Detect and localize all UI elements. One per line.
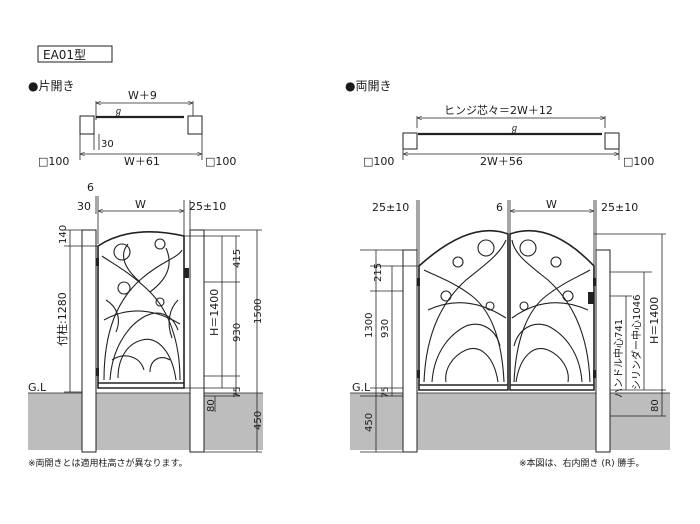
right-elev-dim-w: W: [546, 198, 557, 211]
right-elev-dim-450: 450: [364, 413, 375, 432]
left-gl-label: G.L: [28, 381, 47, 394]
right-plan-view: ヒンジ芯々＝2W＋12 ℊ 2W＋56 □100 □100: [363, 103, 654, 168]
right-elev-dim-25-right: 25±10: [601, 201, 638, 214]
left-elev-dim-6: 6: [87, 181, 94, 194]
left-plan-inner-dim: W＋61: [124, 155, 160, 168]
left-elev-dim-25: 25±10: [189, 200, 226, 213]
left-elev-dim-75: 75: [233, 387, 243, 398]
right-elev-dim-930: 930: [380, 319, 391, 338]
left-elev-dim-450: 450: [253, 411, 264, 430]
right-elev-dim-6: 6: [496, 201, 503, 214]
left-elev-dim-415: 415: [232, 249, 243, 268]
left-plan-offset-dim: 30: [101, 139, 114, 150]
left-plan-top-dim: W＋9: [128, 89, 157, 102]
right-elev-dim-80: 80: [650, 399, 661, 412]
right-gl-label: G.L: [352, 381, 371, 394]
svg-text:ℊ: ℊ: [510, 124, 519, 134]
left-section-title: ●片開き: [28, 79, 74, 93]
right-plan-inner-dim: 2W＋56: [480, 155, 523, 168]
right-plan-post-right: [604, 132, 620, 150]
svg-text:ℊ: ℊ: [114, 107, 123, 117]
left-plan-post-right: [187, 115, 203, 135]
right-section-title: ●両開き: [345, 79, 391, 93]
right-ground: [350, 393, 670, 450]
right-elev-dim-1300: 1300: [364, 313, 375, 338]
left-elev-dim-30: 30: [77, 200, 91, 213]
right-plan-post-left: [402, 132, 418, 150]
left-note: ※両開きとは適用柱高さが異なります。: [28, 457, 188, 469]
left-plan-post-right-label: □100: [205, 155, 236, 168]
right-note: ※本図は、右内開き (R) 勝手。: [519, 457, 645, 469]
left-plan-view: W＋9 ℊ 30 W＋61 □100 □100: [38, 89, 236, 168]
left-elev-dim-80: 80: [206, 399, 217, 412]
right-post-right: [595, 249, 611, 453]
left-post-latch: [189, 229, 205, 453]
right-plan-post-left-label: □100: [363, 155, 394, 168]
right-post-left: [402, 249, 418, 453]
left-elev-dim-h: H＝1400: [208, 289, 221, 336]
left-elev-dim-140: 140: [58, 225, 69, 244]
model-label-box: EA01型: [37, 45, 113, 63]
right-elevation: 25±10 6 W 25±10 215 1300 930 G.L 75 450 …: [350, 198, 670, 453]
left-plan-post-left: [79, 115, 95, 135]
left-elevation: 6 30 W 25±10 140 付柱:1280 G.L 415 H＝1400 …: [28, 181, 264, 453]
right-elev-dim-25-left: 25±10: [372, 201, 409, 214]
left-elev-dim-w: W: [135, 198, 146, 211]
right-elev-dim-h: H＝1400: [648, 297, 661, 344]
left-elev-dim-930: 930: [232, 323, 243, 342]
right-plan-top-dim: ヒンジ芯々＝2W＋12: [444, 103, 553, 117]
left-plan-post-left-label: □100: [38, 155, 69, 168]
right-elev-cylinder: シリンダー中心1046: [630, 295, 643, 390]
left-ground: [28, 393, 263, 450]
left-elev-dim-1500: 1500: [253, 299, 264, 324]
right-plan-post-right-label: □100: [623, 155, 654, 168]
left-post-hinge: [81, 229, 97, 453]
right-elev-dim-215: 215: [373, 263, 384, 282]
right-elev-handle: ハンドル中心741: [612, 319, 625, 398]
left-elev-post-height: 付柱:1280: [55, 292, 69, 346]
model-label: EA01型: [43, 48, 86, 62]
right-elev-dim-75: 75: [381, 387, 391, 398]
